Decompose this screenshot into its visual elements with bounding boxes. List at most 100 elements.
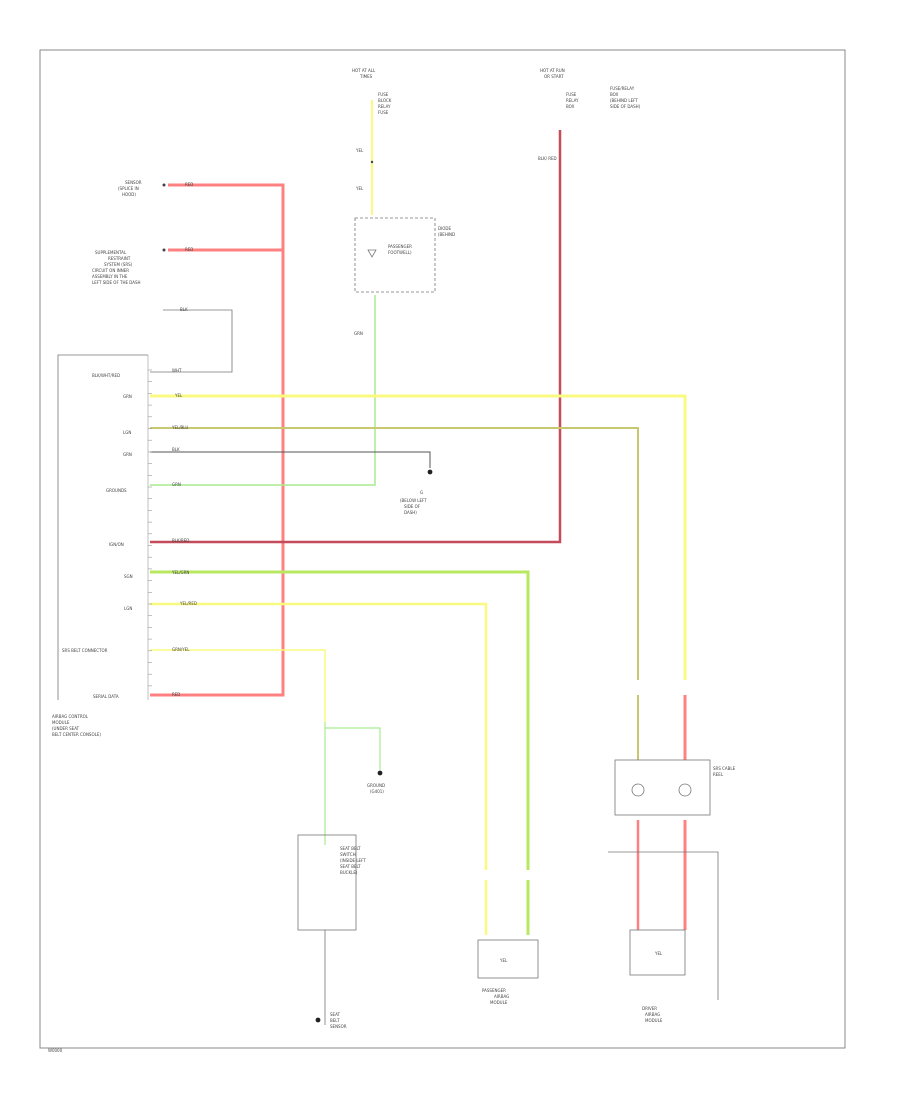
diagram-frame (39, 49, 846, 1049)
pin-label-2: GRN (123, 394, 132, 399)
g201-label-3: SIDE OF (404, 504, 421, 509)
driver-airbag-label-2: AIRBAG (645, 1012, 660, 1017)
sensor-label-1: SENSOR (125, 180, 142, 185)
passenger-seg-label: YEL (499, 958, 508, 963)
wire-label-grn-center: GRN (354, 331, 363, 336)
fuse-right-side-2: BOX (610, 92, 619, 97)
belt-switch-label: SEAT BELT SWITCH (INSIDE LEFT SEAT BELT … (340, 846, 366, 875)
wire-label-blk: BLK (172, 447, 180, 452)
passenger-airbag-label-3: MODULE (490, 1000, 508, 1005)
wire-label-red-bottom: RED (172, 692, 180, 697)
red-wire-main (150, 183, 285, 697)
module-name-3: (UNDER SEAT (52, 726, 80, 731)
pin-label-9: SRS BELT CONNECTOR (62, 648, 108, 653)
blk-wire-top (150, 309, 233, 373)
splice-dot-1 (370, 160, 374, 164)
top-right-fuse-label: HOT AT RUN OR START FUSE RELAY BOX FUSE/… (540, 68, 641, 109)
connector-note: SUPPLEMENTAL RESTRAINT SYSTEM (SRS) CIRC… (92, 250, 141, 285)
wire-label-blk-red: BLK/RED (172, 538, 189, 543)
diode-label: DIODE (BEHIND PASSENGER FOOTWELL) (388, 226, 455, 255)
belt-sensor-ground (315, 1017, 321, 1023)
run-label-1: HOT AT RUN (540, 68, 565, 73)
green-wire-diode (150, 295, 376, 486)
diode-label-4: FOOTWELL) (388, 250, 412, 255)
lime-wire-passenger (150, 570, 530, 870)
belt-switch-label-1: SEAT BELT (340, 846, 361, 851)
run-label-2: OR START (544, 74, 564, 79)
passenger-airbag-box (477, 939, 539, 979)
cable-reel-label-2: REEL (713, 772, 724, 777)
belt-switch-box (297, 834, 357, 931)
wire-label-red-mid: RED (185, 247, 193, 252)
wire-label-yel-center-1: YEL (355, 148, 364, 153)
hot-label-2: TIMES (359, 74, 373, 79)
passenger-airbag-label-1: PASSENGER (482, 988, 506, 993)
pin-label-7: SGN (124, 574, 133, 579)
diode-label-2: (BEHIND (438, 232, 455, 237)
black-wire-ground (150, 451, 431, 468)
diode-label-3: PASSENGER (388, 244, 412, 249)
driver-airbag-label-1: DRIVER (642, 1006, 657, 1011)
driver-airbag-box (629, 929, 686, 976)
cable-reel-label: SRS CABLE REEL (713, 766, 736, 777)
top-left-fuse-label: HOT AT ALL TIMES FUSE BLOCK RELAY FUSE (352, 68, 392, 115)
fuse-left-4: FUSE (378, 110, 389, 115)
passenger-airbag-label: PASSENGER AIRBAG MODULE (482, 988, 509, 1005)
yellow-wire-passenger (150, 602, 488, 870)
pin-label-4: GRN (123, 452, 132, 457)
connector-dot (162, 248, 166, 252)
connector-note-6: LEFT SIDE OF THE DASH (92, 280, 141, 285)
control-module-outline (57, 354, 148, 700)
g201-label-1: G (420, 490, 423, 495)
reel-terminal-left (631, 783, 645, 797)
fuse-left-1: FUSE (378, 92, 389, 97)
driver-airbag-label: DRIVER AIRBAG MODULE (642, 1006, 663, 1023)
fuse-right-side-4: SIDE OF DASH) (610, 104, 641, 109)
belt-ground-label-1: GROUND (367, 783, 385, 788)
pin-label-3: LGN (123, 430, 131, 435)
module-name-1: AIRBAG CONTROL (52, 714, 89, 719)
module-pins (148, 369, 152, 687)
connector-note-1: SUPPLEMENTAL (95, 250, 127, 255)
sensor-label-2: (SPLICE IN (118, 186, 139, 191)
fuse-right-2: RELAY (566, 98, 579, 103)
gy-wire-belt (150, 649, 326, 722)
fuse-left-2: BLOCK (378, 98, 392, 103)
wire-label-grn: GRN (172, 482, 181, 487)
footer-code: W0000 (48, 1048, 63, 1053)
wire-label-yel-blu: YEL/BLU (171, 425, 188, 430)
wire-label-blk-top: BLK (180, 307, 188, 312)
fuse-right-3: BOX (566, 104, 575, 109)
diode-label-1: DIODE (438, 226, 451, 231)
reel-terminal-right (678, 783, 692, 797)
module-name-4: BELT CENTER CONSOLE) (52, 732, 101, 737)
wire-label-grn-yel: GRN/YEL (172, 647, 190, 652)
control-module-name: AIRBAG CONTROL MODULE (UNDER SEAT BELT C… (52, 714, 101, 737)
belt-switch-label-3: (INSIDE LEFT (340, 858, 366, 863)
wire-label-red-top: RED (185, 182, 193, 187)
olive-wire-reel-b (150, 427, 639, 680)
wire-label-yel-center-2: YEL (355, 186, 364, 191)
wire-label-wht: WHT (172, 368, 182, 373)
module-name-2: MODULE (52, 720, 70, 725)
driver-airbag-label-3: MODULE (645, 1018, 663, 1023)
wire-label-yel: YEL (174, 393, 183, 398)
passenger-airbag-label-2: AIRBAG (494, 994, 509, 999)
connector-note-3: SYSTEM (SRS) (104, 262, 133, 267)
driver-seg-label: YEL (654, 951, 663, 956)
pin-label-5: GROUNDS (106, 488, 127, 493)
green-wire-belt-ground (325, 727, 381, 770)
belt-sensor-label-3: SENSOR (330, 1024, 347, 1029)
connector-note-2: RESTRAINT (108, 256, 131, 261)
g201-label-4: DASH) (404, 510, 417, 515)
yellow-wire-reel-a (150, 394, 687, 680)
wire-label-yel-red: YEL/RED (179, 601, 197, 606)
cable-reel-box (614, 759, 711, 816)
pin-label-1: BLK/WHT/RED (92, 373, 120, 378)
pin-label-8: LGN (124, 606, 132, 611)
connector-note-4: CIRCUIT ON INNER (92, 268, 129, 273)
driver-airbag-outline (608, 851, 719, 1000)
belt-ground-label: GROUND (G401) (367, 783, 385, 794)
